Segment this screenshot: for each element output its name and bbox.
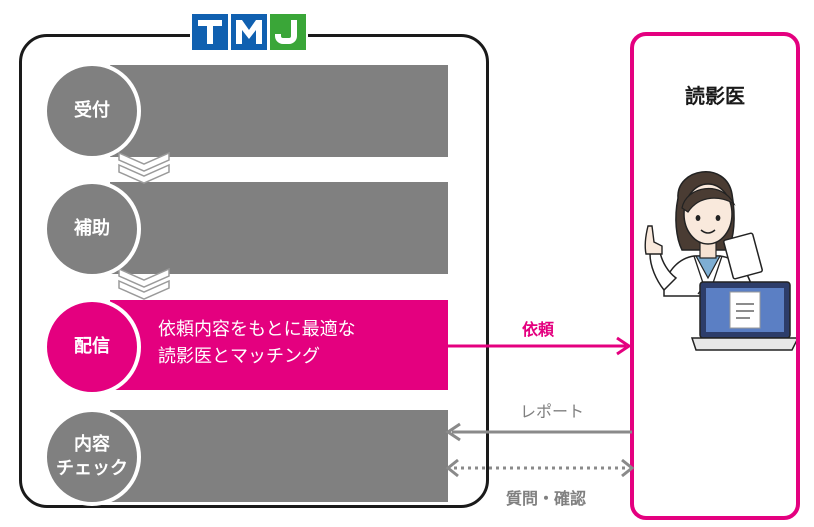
step-label-assist: 補助 (74, 218, 110, 239)
deliver-description: 依頼内容をもとに最適な 読影医とマッチング (158, 316, 356, 370)
step-label-deliver: 配信 (74, 336, 110, 357)
step-bar-accept (110, 65, 448, 157)
step-bar-deliver: 依頼内容をもとに最適な 読影医とマッチング (110, 300, 448, 390)
step-bar-check (110, 410, 448, 502)
tmj-logo (190, 10, 308, 54)
deliver-description-line-1: 依頼内容をもとに最適な (158, 319, 356, 340)
report-label: レポート (520, 402, 585, 421)
request-label: 依頼 (522, 320, 555, 339)
step-circle-deliver: 配信 (43, 298, 141, 396)
query-arrow-head-left (445, 458, 459, 478)
flow-chevrons-1 (118, 151, 170, 184)
report-arrow-head (445, 422, 461, 442)
deliver-description-line-2: 読影医とマッチング (158, 346, 320, 367)
step-label-accept: 受付 (74, 100, 110, 121)
radiologist-title: 読影医 (685, 84, 745, 108)
step-label-check-line-2: チェック (56, 458, 128, 479)
step-bar-assist (110, 182, 448, 274)
doctor-with-laptop-icon (644, 171, 796, 351)
step-circle-assist: 補助 (43, 180, 141, 278)
step-circle-check: 内容 チェック (43, 408, 141, 506)
step-circle-accept: 受付 (43, 62, 141, 160)
request-arrow-head (616, 336, 632, 356)
radiologist-frame (630, 32, 800, 520)
flow-arrows (445, 336, 635, 478)
step-label-check-line-1: 内容 (74, 434, 110, 455)
query-label: 質問・確認 (506, 489, 587, 508)
query-arrow-head-right (621, 458, 635, 478)
flow-chevrons-2 (118, 267, 170, 300)
